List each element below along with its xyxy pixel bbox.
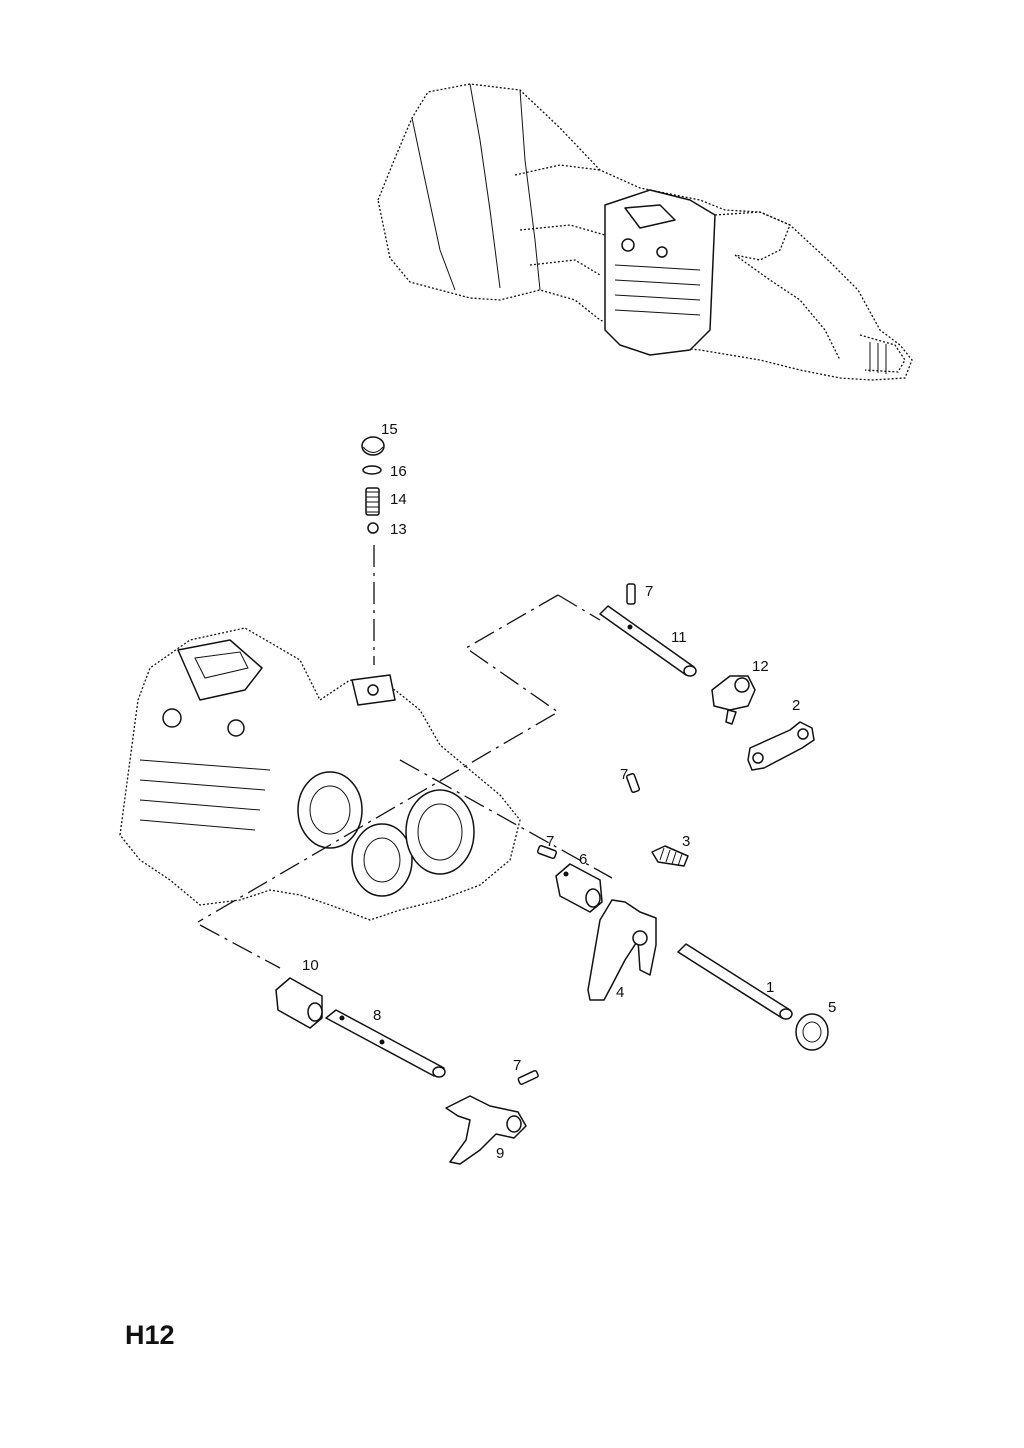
callout-2: 2 (792, 697, 800, 714)
part-12-lever (711, 675, 756, 725)
callout-9: 9 (496, 1145, 504, 1162)
callout-14: 14 (390, 491, 407, 508)
part-13-ball (367, 522, 379, 534)
part-4-shift-fork (587, 899, 657, 1001)
part-15-plug (361, 436, 385, 456)
part-10-shift-block (275, 977, 323, 1029)
part-6-shift-block (555, 863, 603, 913)
part-16-seal-ring (362, 465, 382, 475)
callout-16: 16 (390, 463, 407, 480)
callout-13: 13 (390, 521, 407, 538)
transmission-case-drawing (119, 627, 521, 921)
callout-7-mid: 7 (620, 766, 628, 783)
callout-7-bottom: 7 (513, 1057, 521, 1074)
part-8-shift-rail (325, 1009, 446, 1078)
part-3-spring (651, 845, 689, 867)
part-11-shift-rail (599, 605, 697, 677)
part-2-interlock-lever (747, 721, 815, 771)
callout-8: 8 (373, 1007, 381, 1024)
callout-6: 6 (579, 851, 587, 868)
part-1-shift-rail (677, 943, 793, 1020)
callout-7-top: 7 (645, 583, 653, 600)
callout-5: 5 (828, 999, 836, 1016)
part-5-seal (795, 1013, 829, 1051)
callout-11: 11 (671, 629, 687, 646)
callout-3: 3 (682, 833, 690, 850)
part-9-shift-fork (445, 1095, 527, 1165)
callout-4: 4 (616, 984, 624, 1001)
callout-12: 12 (752, 658, 769, 675)
part-7-pin-top (626, 583, 636, 605)
part-7-pin-left (536, 844, 558, 860)
part-7-pin-mid (625, 772, 641, 794)
callout-1: 1 (766, 979, 774, 996)
page-code: H12 (125, 1320, 175, 1350)
callout-7-left: 7 (546, 833, 554, 850)
callout-15: 15 (381, 421, 398, 438)
assembly-lines (197, 545, 613, 969)
transmission-overview-drawing (377, 83, 913, 381)
part-7-pin-bottom (517, 1069, 539, 1085)
callout-10: 10 (302, 957, 319, 974)
part-14-spring (365, 487, 380, 516)
